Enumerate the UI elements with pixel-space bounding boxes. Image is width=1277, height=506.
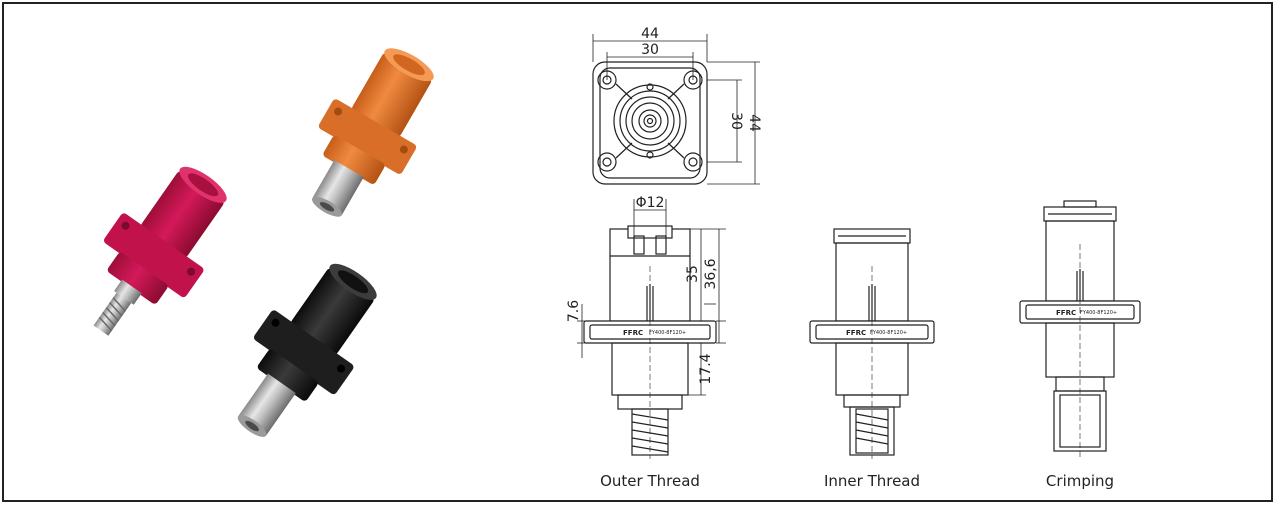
side-view-inner-thread [809, 228, 935, 459]
part-marking-outer: FY400-8F120+ [649, 330, 686, 336]
part-marking-inner: FY400-8F120+ [870, 330, 907, 336]
part-marking-crimp: FY400-8F120+ [1080, 310, 1117, 316]
dim-height-35: 35 [685, 265, 701, 283]
caption-inner-thread: Inner Thread [824, 472, 920, 490]
connector-photo-orange [311, 48, 434, 217]
caption-crimping: Crimping [1046, 472, 1114, 490]
dim-height-36-6: 36,6 [703, 258, 719, 289]
dim-lower-17-4: 17.4 [698, 353, 714, 384]
top-view-drawing [592, 61, 708, 185]
connector-photo-black [237, 263, 377, 437]
dim-top-inner-width: 30 [641, 42, 659, 58]
brand-mark-inner: FFRC [846, 329, 866, 337]
side-view-crimping [1019, 200, 1141, 459]
dim-top-inner-height: 30 [728, 112, 744, 130]
dim-top-outer-width: 44 [641, 26, 659, 42]
dim-flange-7-6: 7.6 [566, 300, 582, 322]
brand-mark-crimp: FFRC [1056, 309, 1076, 317]
caption-outer-thread: Outer Thread [600, 472, 700, 490]
figure-canvas: 44 30 30 44 FFRC FY400-8F120+ [93, 26, 1141, 490]
connector-photo-crimson [93, 166, 227, 336]
side-view-outer-thread [583, 225, 717, 459]
brand-mark-outer: FFRC [623, 329, 643, 337]
dim-diameter: Φ12 [636, 195, 665, 211]
top-view-dimension-lines [592, 34, 760, 185]
side-view-dimension-lines [577, 199, 726, 396]
dim-top-outer-height: 44 [746, 114, 762, 132]
